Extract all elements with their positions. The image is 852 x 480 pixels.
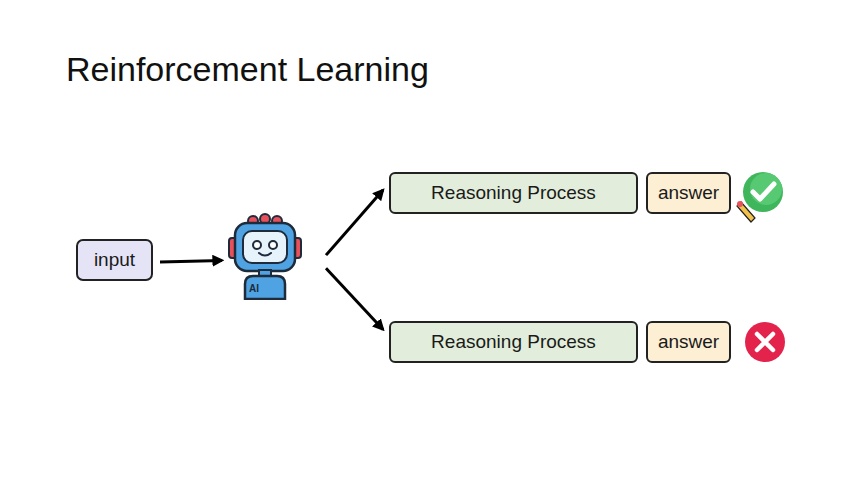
check-highlight	[750, 173, 782, 205]
process-box: Reasoning Process	[389, 321, 638, 363]
node-label: Reasoning Process	[431, 331, 596, 353]
process-box: Reasoning Process	[389, 172, 638, 214]
cross-symbol	[757, 334, 773, 350]
check-circle	[743, 172, 783, 212]
answer-box: answer	[646, 172, 731, 214]
arrow-connector	[326, 268, 383, 329]
cross-circle	[745, 322, 785, 362]
node-label: input	[94, 249, 135, 271]
arrow-connector	[160, 260, 222, 262]
node-label: Reasoning Process	[431, 182, 596, 204]
arrow-connector	[326, 190, 383, 255]
cross-mark	[745, 322, 785, 362]
node-label: AI	[249, 284, 259, 294]
pen-cursor	[737, 201, 755, 222]
check-mark	[743, 172, 783, 212]
pen-tip	[737, 201, 743, 207]
node-label: answer	[658, 331, 719, 353]
robot-node: AI	[228, 212, 302, 300]
input-box: input	[76, 239, 153, 281]
check-symbol	[753, 184, 774, 199]
pen-body	[737, 202, 755, 222]
node-label: answer	[658, 182, 719, 204]
diagram-title: Reinforcement Learning	[66, 50, 429, 89]
robot-illustration	[228, 212, 302, 300]
answer-box: answer	[646, 321, 731, 363]
